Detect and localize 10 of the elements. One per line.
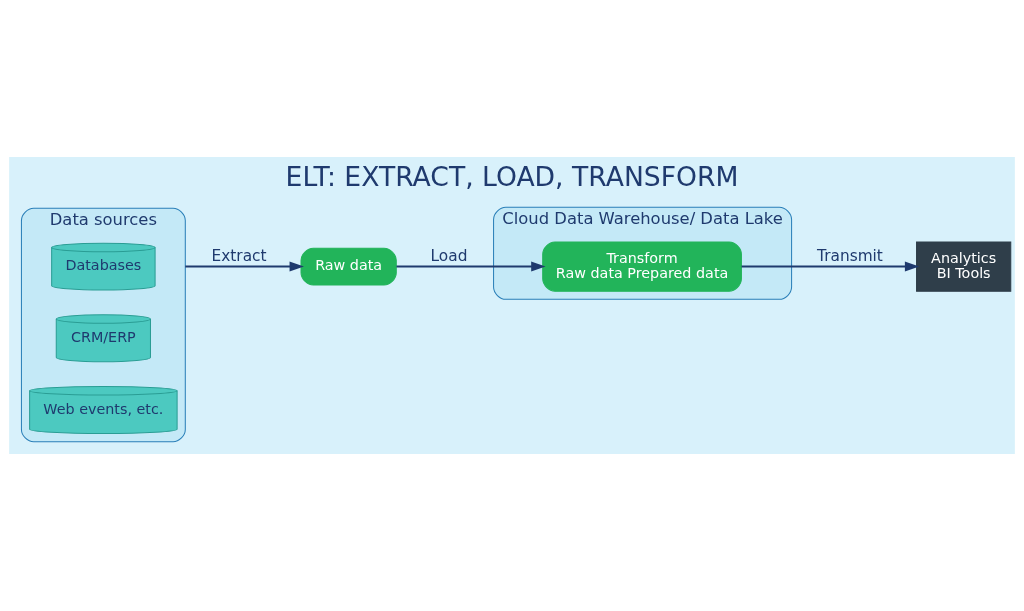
arrow	[396, 261, 546, 272]
edge-label: Extract	[211, 247, 267, 266]
node-box: Raw data	[300, 247, 397, 286]
node-box: Transform Raw data Prepared data	[542, 241, 742, 292]
edge-label: Transmit	[817, 247, 883, 266]
edge-label: Load	[430, 247, 468, 266]
arrow	[185, 261, 304, 272]
arrow	[741, 261, 920, 272]
diagram-title: ELT: EXTRACT, LOAD, TRANSFORM	[285, 161, 739, 193]
node-box: Analytics BI Tools	[916, 241, 1012, 292]
